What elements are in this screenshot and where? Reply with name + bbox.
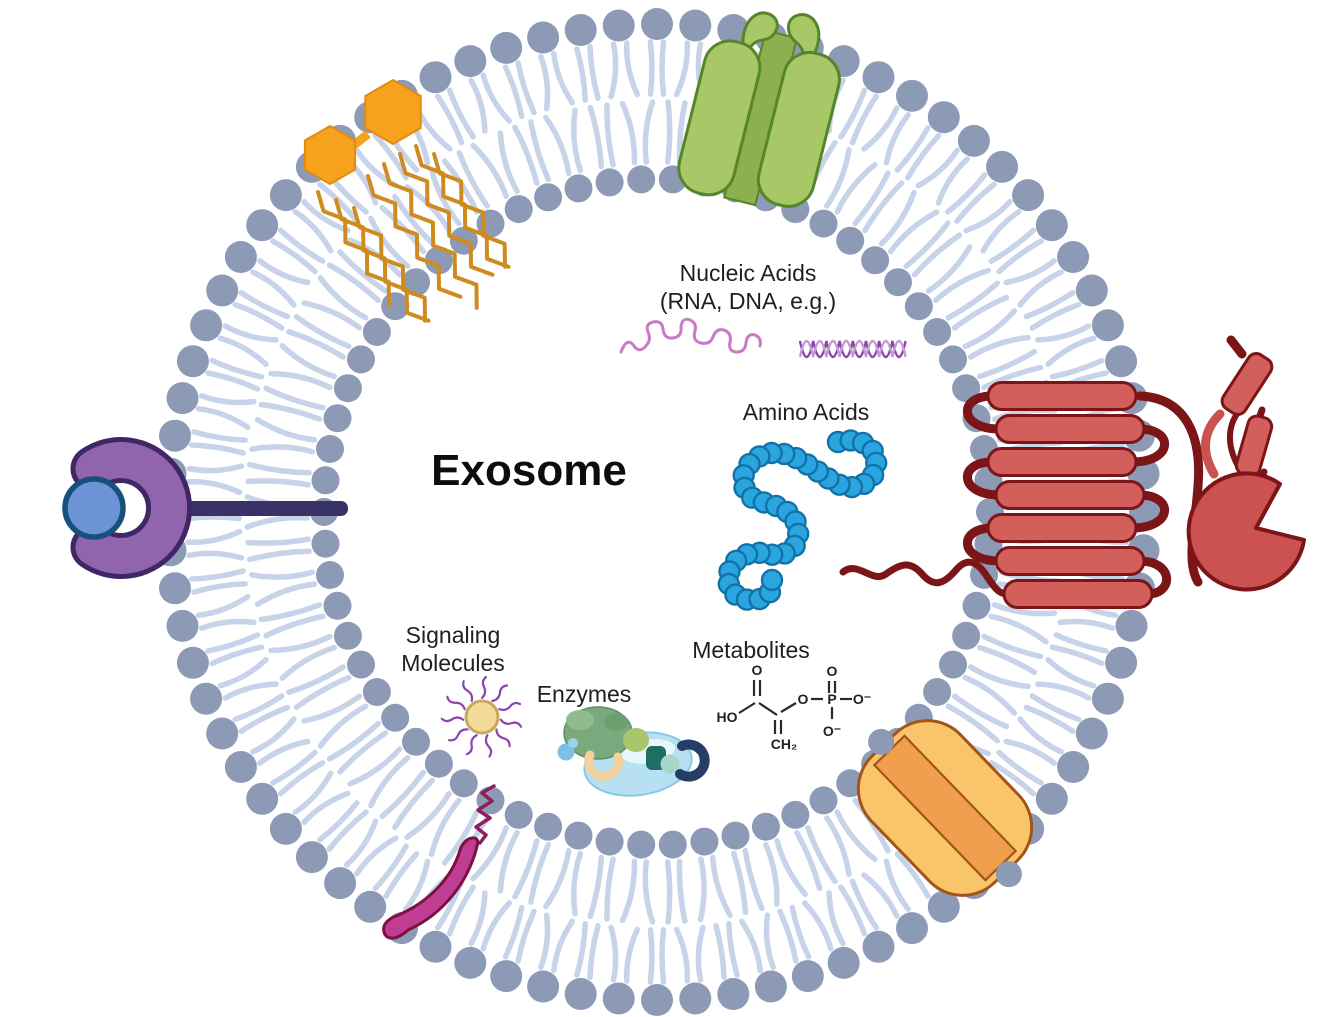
lipid-anchored-protein-icon — [382, 784, 496, 940]
signaling-line1: Signaling — [405, 621, 501, 648]
chem-atom-ho: HO — [717, 709, 738, 725]
signaling-molecule-icon — [440, 675, 523, 758]
signaling-rays — [440, 675, 523, 758]
glycolipid-tails — [316, 144, 511, 323]
nucleic-acids-label: Nucleic Acids (RNA, DNA, e.g.) — [660, 259, 836, 315]
lipid-anchor-zigzag — [474, 784, 496, 845]
chem-atom-o-minus: O⁻ — [823, 723, 841, 739]
signaling-molecules-label: Signaling Molecules — [401, 621, 505, 677]
glycolipid-icon — [303, 78, 511, 323]
gpcr-tail — [839, 558, 1012, 598]
metabolite-structure-icon: HO O CH₂ O P O O⁻ O⁻ — [717, 662, 872, 752]
chem-atom-o: O — [752, 662, 763, 678]
signaling-line2: Molecules — [401, 650, 505, 676]
diagram-title: Exosome — [431, 446, 627, 496]
enzyme-complex-icon — [557, 706, 710, 797]
peripheral-protein-icon — [1186, 471, 1306, 592]
barrel-protein-icon — [856, 719, 1034, 897]
chem-atom-o: O — [827, 663, 838, 679]
amino-acids-label: Amino Acids — [742, 398, 870, 425]
channel-protein-icon — [677, 11, 841, 208]
chem-atom-o: O — [798, 691, 809, 707]
chem-atom-ch2: CH₂ — [771, 736, 797, 752]
dna-helix-icon — [798, 339, 907, 359]
metabolites-label: Metabolites — [692, 636, 810, 663]
glycolipid-hexagon — [364, 78, 422, 146]
nucleic-acids-line1: Nucleic Acids — [679, 259, 817, 286]
nucleic-acids-line2: (RNA, DNA, e.g.) — [659, 288, 837, 314]
enzymes-label: Enzymes — [536, 680, 632, 707]
receptor-stalk — [158, 501, 348, 516]
glycolipid-hexagon — [303, 124, 357, 186]
amino-acid-chain-icon — [717, 429, 888, 611]
rna-strand-icon — [619, 317, 762, 354]
gpcr-protein-icon — [839, 335, 1306, 609]
chem-atom-o-minus: O⁻ — [853, 691, 871, 707]
receptor-protein-icon — [62, 437, 348, 579]
ligand-icon — [62, 476, 126, 540]
chem-atom-p: P — [827, 691, 836, 707]
